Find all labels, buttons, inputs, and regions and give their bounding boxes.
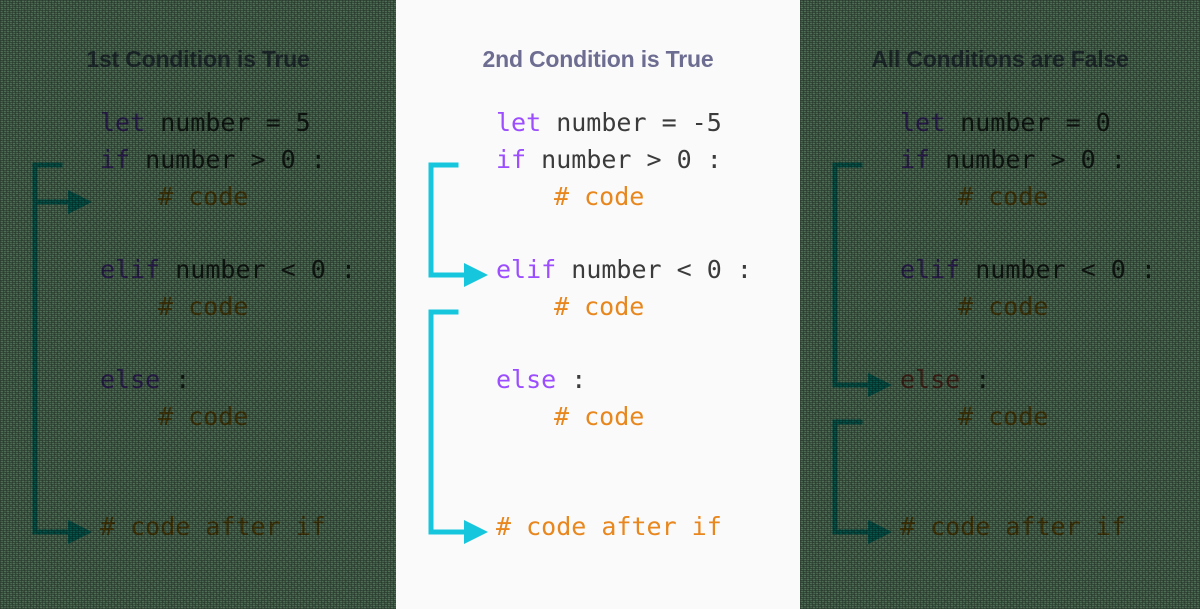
code-block: let number = 5 if number > 0 : # code elif …: [0, 0, 396, 609]
code-line: # code: [158, 294, 248, 319]
code-token-plain: number < 0 :: [160, 255, 356, 284]
code-line: # code: [158, 184, 248, 209]
code-token-cmt: # code: [554, 182, 645, 211]
code-token-cmt: # code: [158, 292, 249, 321]
code-token-kw: let: [100, 108, 146, 137]
code-token-plain: number < 0 :: [556, 255, 752, 284]
code-line: if number > 0 :: [100, 147, 326, 172]
code-token-plain: number < 0 :: [960, 255, 1156, 284]
code-line: # code: [554, 294, 644, 319]
code-line: # code: [958, 294, 1048, 319]
code-token-plain: number > 0 :: [526, 145, 722, 174]
code-token-cmt: # code after if: [100, 512, 326, 541]
panel-2nd-condition-true: 2nd Condition is True let number = -5 if n…: [396, 0, 800, 609]
code-token-plain: number > 0 :: [930, 145, 1126, 174]
code-line: else :: [900, 367, 990, 392]
code-token-plain: :: [960, 365, 991, 394]
code-line: # code: [554, 184, 644, 209]
code-token-kw: let: [496, 108, 542, 137]
code-token-cmt: # code: [158, 402, 249, 431]
code-block: let number = -5 if number > 0 : # code elif…: [396, 0, 800, 609]
code-token-kw: let: [900, 108, 946, 137]
code-token-cmt: # code: [958, 402, 1049, 431]
code-token-kw: elif: [100, 255, 161, 284]
code-line: # code: [554, 404, 644, 429]
code-token-kw: if: [900, 145, 931, 174]
code-token-plain: number = 5: [145, 108, 311, 137]
code-token-cmt: # code: [958, 182, 1049, 211]
code-token-cmt: # code: [158, 182, 249, 211]
code-line: let number = 0: [900, 110, 1111, 135]
code-line: elif number < 0 :: [900, 257, 1156, 282]
code-token-kw-hot: else: [900, 365, 961, 394]
code-line: if number > 0 :: [900, 147, 1126, 172]
code-token-cmt: # code after if: [900, 512, 1126, 541]
code-line: # code after if: [100, 514, 326, 539]
code-token-kw: elif: [496, 255, 557, 284]
code-token-kw: if: [100, 145, 131, 174]
code-line: # code after if: [900, 514, 1126, 539]
code-line: if number > 0 :: [496, 147, 722, 172]
code-token-plain: number = -5: [541, 108, 722, 137]
code-line: let number = 5: [100, 110, 311, 135]
code-line: elif number < 0 :: [100, 257, 356, 282]
code-token-kw: elif: [900, 255, 961, 284]
code-token-plain: number = 0: [945, 108, 1111, 137]
code-line: # code: [158, 404, 248, 429]
code-line: # code after if: [496, 514, 722, 539]
code-line: elif number < 0 :: [496, 257, 752, 282]
code-token-cmt: # code: [958, 292, 1049, 321]
code-line: # code: [958, 404, 1048, 429]
code-line: else :: [100, 367, 190, 392]
code-token-plain: :: [556, 365, 587, 394]
code-token-kw: else: [496, 365, 557, 394]
panel-title: 2nd Condition is True: [482, 46, 714, 72]
code-token-kw: if: [496, 145, 527, 174]
code-token-cmt: # code after if: [496, 512, 722, 541]
code-token-cmt: # code: [554, 292, 645, 321]
code-line: let number = -5: [496, 110, 722, 135]
code-token-kw: else: [100, 365, 161, 394]
code-line: else :: [496, 367, 586, 392]
code-line: # code: [958, 184, 1048, 209]
code-token-cmt: # code: [554, 402, 645, 431]
code-block: let number = 0 if number > 0 : # code elif …: [800, 0, 1200, 609]
code-token-plain: number > 0 :: [130, 145, 326, 174]
code-token-plain: :: [160, 365, 191, 394]
